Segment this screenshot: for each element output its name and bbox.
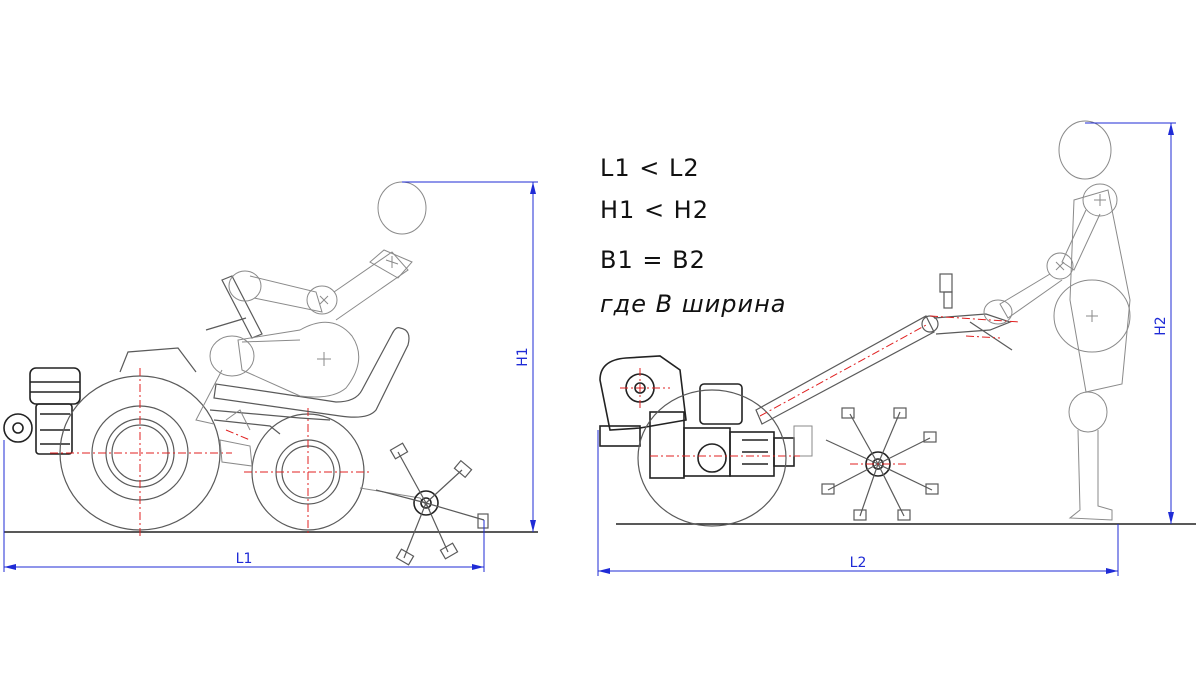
rotor-right xyxy=(821,407,939,521)
note-length: L1 < L2 xyxy=(600,154,700,182)
dimension-h1 xyxy=(402,181,538,532)
seat-left xyxy=(213,327,410,418)
note-height: H1 < H2 xyxy=(600,196,709,224)
steering-wheel xyxy=(221,275,263,339)
dimension-label-l2: L2 xyxy=(850,555,867,571)
dimension-label-l1: L1 xyxy=(236,551,253,567)
dimension-l1 xyxy=(3,440,485,572)
dimension-label-h2: H2 xyxy=(1153,316,1169,335)
front-wheel-left xyxy=(50,368,232,536)
chassis-left xyxy=(119,347,431,511)
engine-left xyxy=(3,367,81,455)
seated-tractor-drawing: L1 H1 xyxy=(3,181,538,572)
note-width: B1 = B2 xyxy=(600,246,706,274)
drive-wheel-right xyxy=(637,389,787,527)
dimension-h2 xyxy=(1085,122,1176,524)
gearbox-right xyxy=(649,383,813,479)
dimension-l2 xyxy=(597,430,1119,576)
engine-right xyxy=(599,355,687,447)
handlebar xyxy=(755,273,1021,425)
standing-person xyxy=(983,120,1131,521)
seated-person xyxy=(195,181,427,425)
comparison-notes: L1 < L2 H1 < H2 B1 = B2 где В ширина xyxy=(600,154,786,318)
dimension-label-h1: H1 xyxy=(515,347,531,366)
note-width-definition: где В ширина xyxy=(600,290,786,318)
rotor-left xyxy=(375,442,489,566)
walk-behind-tractor-drawing: L2 H2 xyxy=(597,120,1196,576)
rear-wheel-left xyxy=(244,408,372,536)
